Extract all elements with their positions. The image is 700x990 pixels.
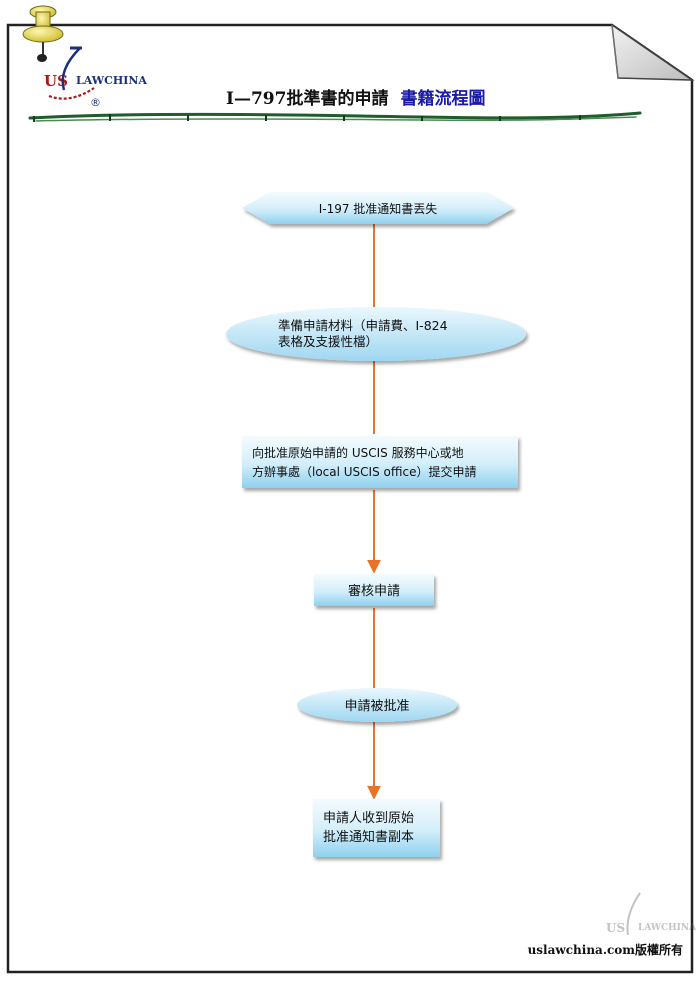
logo: US LAWCHINA ® — [22, 5, 147, 109]
pushpin-icon — [22, 5, 64, 62]
logo-text-right: LAWCHINA — [76, 74, 147, 87]
watermark-logo: US LAWCHINA — [606, 892, 697, 936]
flow-step-2-line-1: 準備申請材料（申請費、I-824 — [278, 318, 448, 333]
flow-step-6-line-2: 批准通知書副本 — [323, 829, 414, 845]
flow-step-5-label: 申請被批准 — [344, 699, 409, 714]
flow-step-3-line-1: 向批准原始申請的 USCIS 服務中心或地 — [252, 445, 464, 460]
flow-step-1: I-197 批准通知書丟失 — [242, 192, 514, 224]
logo-registered: ® — [90, 96, 101, 109]
copyright-text: uslawchina.com版權所有 — [528, 942, 683, 957]
flow-step-1-label: I-197 批准通知書丟失 — [319, 201, 438, 216]
header-divider — [28, 111, 642, 122]
page-fold-corner — [611, 23, 695, 81]
flow-step-2: 準備申請材料（申請費、I-824 表格及支援性檔） — [226, 307, 526, 361]
flow-step-3-label: 向批准原始申請的 USCIS 服務中心或地 方辦事處（local USCIS o… — [252, 445, 476, 479]
flow-step-6-label: 申請人收到原始 批准通知書副本 — [323, 811, 418, 845]
paper-frame — [6, 23, 695, 974]
flow-step-4-label: 審核申請 — [348, 584, 400, 599]
page-title-main: I—797批準書的申請 — [226, 88, 388, 109]
watermark-text-right: LAWCHINA — [638, 923, 697, 933]
flow-step-2-line-2: 表格及支援性檔） — [278, 334, 378, 349]
flow-step-6: 申請人收到原始 批准通知書副本 — [313, 799, 440, 857]
page-title-accent: 書籍流程圖 — [400, 88, 485, 109]
flow-step-3: 向批准原始申請的 USCIS 服務中心或地 方辦事處（local USCIS o… — [242, 436, 518, 488]
watermark-text-left: US — [606, 921, 625, 935]
flow-step-5: 申請被批准 — [297, 688, 457, 722]
page-title: I—797批準書的申請書籍流程圖 — [226, 88, 485, 109]
flow-step-2-label: 準備申請材料（申請費、I-824 表格及支援性檔） — [278, 318, 452, 349]
flow-step-6-line-1: 申請人收到原始 — [323, 811, 414, 826]
flow-step-3-line-2: 方辦事處（local USCIS office）提交申請 — [252, 464, 476, 479]
flow-step-4: 審核申請 — [314, 574, 434, 606]
